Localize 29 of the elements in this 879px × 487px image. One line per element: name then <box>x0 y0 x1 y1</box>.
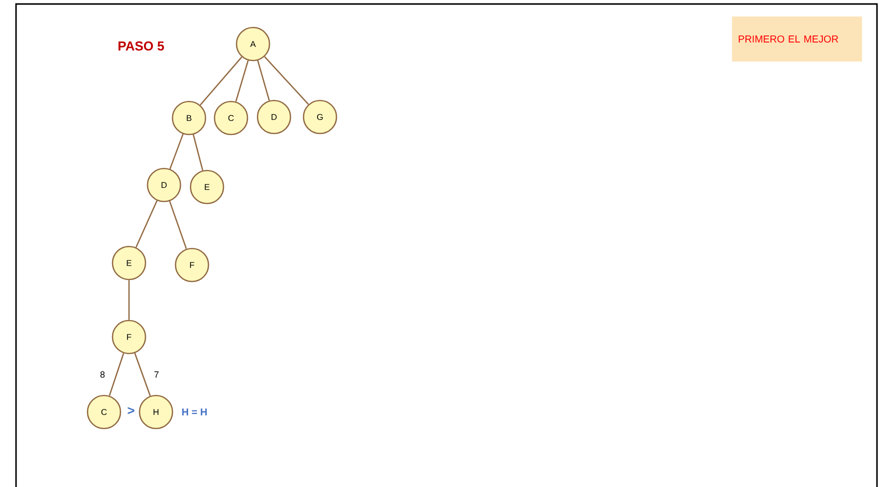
tree-node: E <box>112 246 146 280</box>
tree-edge <box>128 280 130 320</box>
tree-node: A <box>236 26 270 62</box>
edge-label: 8 <box>100 371 105 378</box>
title: PASO 5 <box>118 41 164 51</box>
tree-node: F <box>112 320 146 354</box>
tree-node: D <box>256 100 292 134</box>
tree-node: H <box>138 394 174 430</box>
tree-edge <box>169 200 187 250</box>
tree-node: C <box>86 394 122 430</box>
tree-node: D <box>146 168 182 202</box>
equation-label: H = H <box>182 408 207 416</box>
tree-edge <box>257 60 270 101</box>
tree-edge <box>134 352 151 396</box>
tree-node: B <box>172 100 206 136</box>
edge-label: 7 <box>154 371 159 378</box>
tree-node: F <box>174 248 210 282</box>
tree-node: G <box>302 100 338 134</box>
tree-node: C <box>214 100 248 136</box>
tree-edge <box>200 56 242 106</box>
tree-edge <box>264 56 309 105</box>
tree-edge <box>169 134 184 170</box>
tree-edge <box>192 134 204 171</box>
tree-edge <box>235 60 249 102</box>
comparison-sign: > <box>128 407 134 414</box>
tree-edge <box>108 353 124 396</box>
tree-node: E <box>190 170 224 204</box>
note-box: PRIMERO EL MEJOR <box>732 16 862 62</box>
tree-edge <box>135 200 158 248</box>
